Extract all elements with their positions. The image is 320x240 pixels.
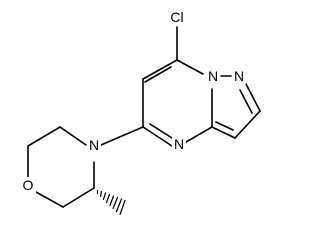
pyrimidine-ring bbox=[142, 59, 213, 147]
atom-label-n-pyrimidine: N bbox=[172, 136, 186, 152]
atom-label-n-morpholine: N bbox=[87, 137, 101, 153]
bond-ch2-top-ch2-left bbox=[27, 126, 61, 147]
bond-n-pyrazole-c2 bbox=[245, 83, 261, 112]
bond-c3-c3a bbox=[211, 126, 236, 139]
bond-c5-n-morpholine bbox=[100, 126, 144, 146]
atom-label-o-morpholine: O bbox=[20, 177, 36, 193]
atom-label-n-pyrazole: N bbox=[232, 68, 246, 84]
bond-c5-n4-double bbox=[149, 123, 173, 139]
atom-label-n-pyrazole-text: N bbox=[234, 68, 244, 84]
atom-label-o-morpholine-text: O bbox=[23, 177, 34, 193]
bond-c7-c6-double bbox=[144, 66, 172, 83]
pyrazole-ring bbox=[211, 75, 261, 139]
bond-c7-c6 bbox=[142, 59, 178, 80]
bond-c3-c3a-double bbox=[215, 121, 234, 131]
bond-n-bridge-c7 bbox=[176, 59, 204, 75]
bond-o-ch2-bottom bbox=[35, 191, 64, 208]
bond-c5-n4 bbox=[142, 126, 173, 147]
morpholine-ring bbox=[27, 126, 144, 208]
atom-label-n-bridge-text: N bbox=[208, 68, 218, 84]
bond-n-pyrazole-c2-double bbox=[239, 89, 253, 114]
atom-label-n-morpholine-text: N bbox=[89, 137, 99, 153]
bond-n4-c3a bbox=[185, 126, 213, 143]
atom-label-cl: Cl bbox=[165, 8, 189, 26]
bond-n-morpholine-ch2-top bbox=[59, 126, 87, 146]
atom-label-n-bridge: N bbox=[206, 68, 220, 84]
hashed-wedge-methyl-bond bbox=[96, 189, 126, 216]
bond-ch2-bottom-c3 bbox=[62, 187, 95, 208]
atom-label-n-pyrimidine-text: N bbox=[174, 136, 184, 152]
molecule-structure: Cl N N N N O bbox=[20, 8, 261, 216]
atom-label-cl-text: Cl bbox=[170, 9, 183, 25]
bond-c2-c3 bbox=[234, 110, 261, 139]
